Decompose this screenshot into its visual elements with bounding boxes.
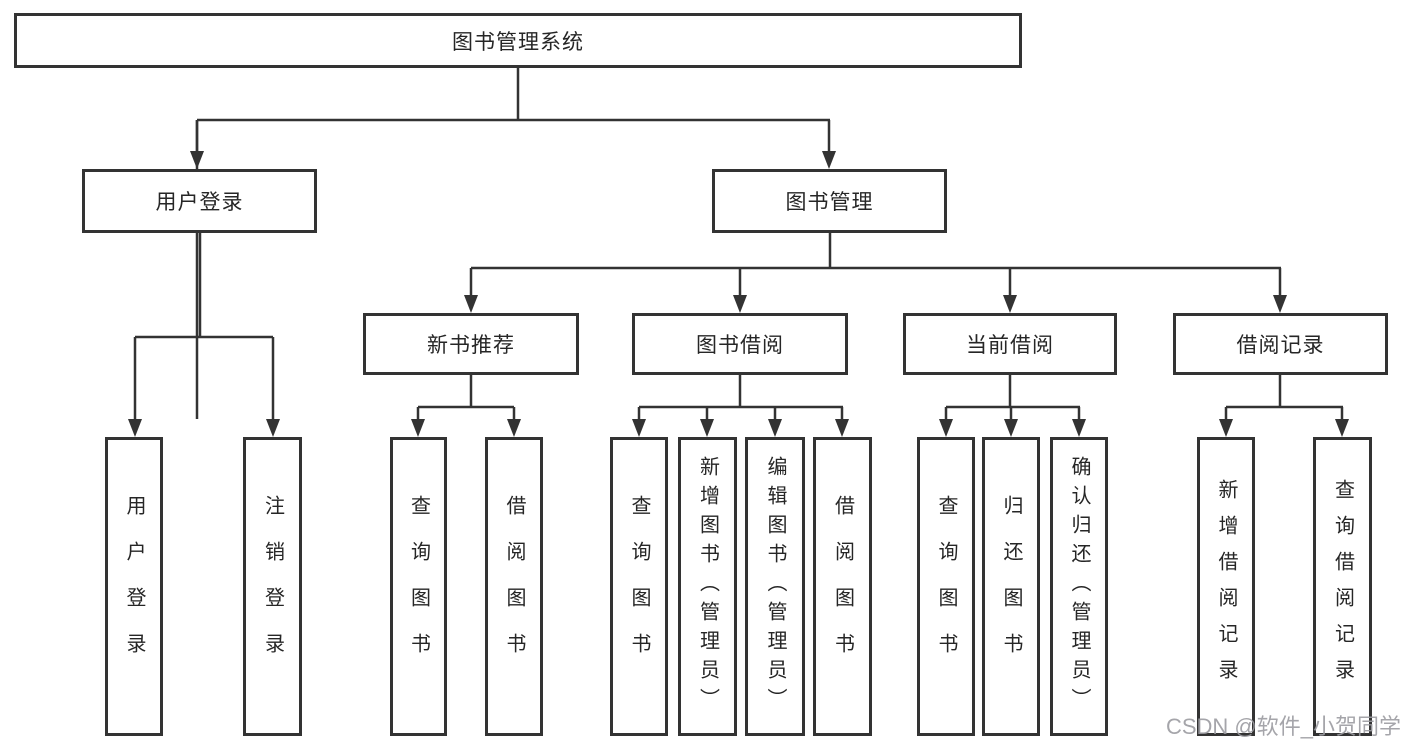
leaf-confirm-return-admin: 确认归还（管理员） bbox=[1050, 437, 1108, 736]
node-label: 借阅图书 bbox=[503, 494, 525, 679]
node-label: 确认归还（管理员） bbox=[1068, 456, 1090, 717]
node-label: 查询图书 bbox=[628, 494, 650, 679]
node-label: 查询图书 bbox=[935, 494, 957, 679]
leaf-add-books-admin: 新增图书（管理员） bbox=[678, 437, 737, 736]
connector-book-borrow bbox=[632, 375, 849, 437]
leaf-query-books-1: 查询图书 bbox=[390, 437, 447, 736]
node-system-root: 图书管理系统 bbox=[14, 13, 1022, 68]
node-new-book-recommend: 新书推荐 bbox=[363, 313, 579, 375]
leaf-user-login: 用户登录 bbox=[105, 437, 163, 736]
node-label: 新增图书（管理员） bbox=[696, 456, 719, 717]
node-label: 用户登录 bbox=[123, 494, 145, 679]
leaf-query-books-2: 查询图书 bbox=[610, 437, 668, 736]
node-label: 编辑图书（管理员） bbox=[764, 456, 786, 717]
node-label: 用户登录 bbox=[155, 191, 244, 214]
node-label: 归还图书 bbox=[1000, 494, 1022, 679]
leaf-edit-books-admin: 编辑图书（管理员） bbox=[745, 437, 805, 736]
node-label: 图书管理 bbox=[785, 191, 874, 214]
node-current-borrow: 当前借阅 bbox=[903, 313, 1117, 375]
connector-book-management bbox=[464, 233, 1287, 313]
leaf-logout: 注销登录 bbox=[243, 437, 302, 736]
connector-borrow-record bbox=[1219, 375, 1349, 437]
node-label: 借阅图书 bbox=[831, 494, 854, 679]
node-label: 查询图书 bbox=[407, 494, 430, 679]
node-book-management: 图书管理 bbox=[712, 169, 947, 233]
node-book-borrow: 图书借阅 bbox=[632, 313, 848, 375]
node-label: 图书借阅 bbox=[696, 334, 784, 357]
node-borrow-record: 借阅记录 bbox=[1173, 313, 1388, 375]
node-user-login: 用户登录 bbox=[82, 169, 317, 233]
node-label: 图书管理系统 bbox=[452, 30, 584, 54]
connector-new-book bbox=[411, 375, 521, 437]
leaf-return-books: 归还图书 bbox=[982, 437, 1040, 736]
node-label: 新增借阅记录 bbox=[1215, 478, 1237, 695]
node-label: 查询借阅记录 bbox=[1331, 478, 1354, 695]
connector-root bbox=[190, 68, 836, 419]
leaf-borrow-books-1: 借阅图书 bbox=[485, 437, 543, 736]
connector-current-borrow bbox=[939, 375, 1086, 437]
leaf-query-borrow-record: 查询借阅记录 bbox=[1313, 437, 1372, 736]
node-label: 注销登录 bbox=[261, 494, 284, 679]
connector-user-login bbox=[128, 233, 280, 437]
leaf-query-books-3: 查询图书 bbox=[917, 437, 975, 736]
leaf-borrow-books-2: 借阅图书 bbox=[813, 437, 872, 736]
node-label: 当前借阅 bbox=[966, 334, 1054, 357]
node-label: 新书推荐 bbox=[427, 334, 515, 357]
watermark: CSDN @软件_小贺同学 bbox=[1165, 714, 1401, 739]
node-label: 借阅记录 bbox=[1236, 334, 1325, 357]
leaf-add-borrow-record: 新增借阅记录 bbox=[1197, 437, 1255, 736]
